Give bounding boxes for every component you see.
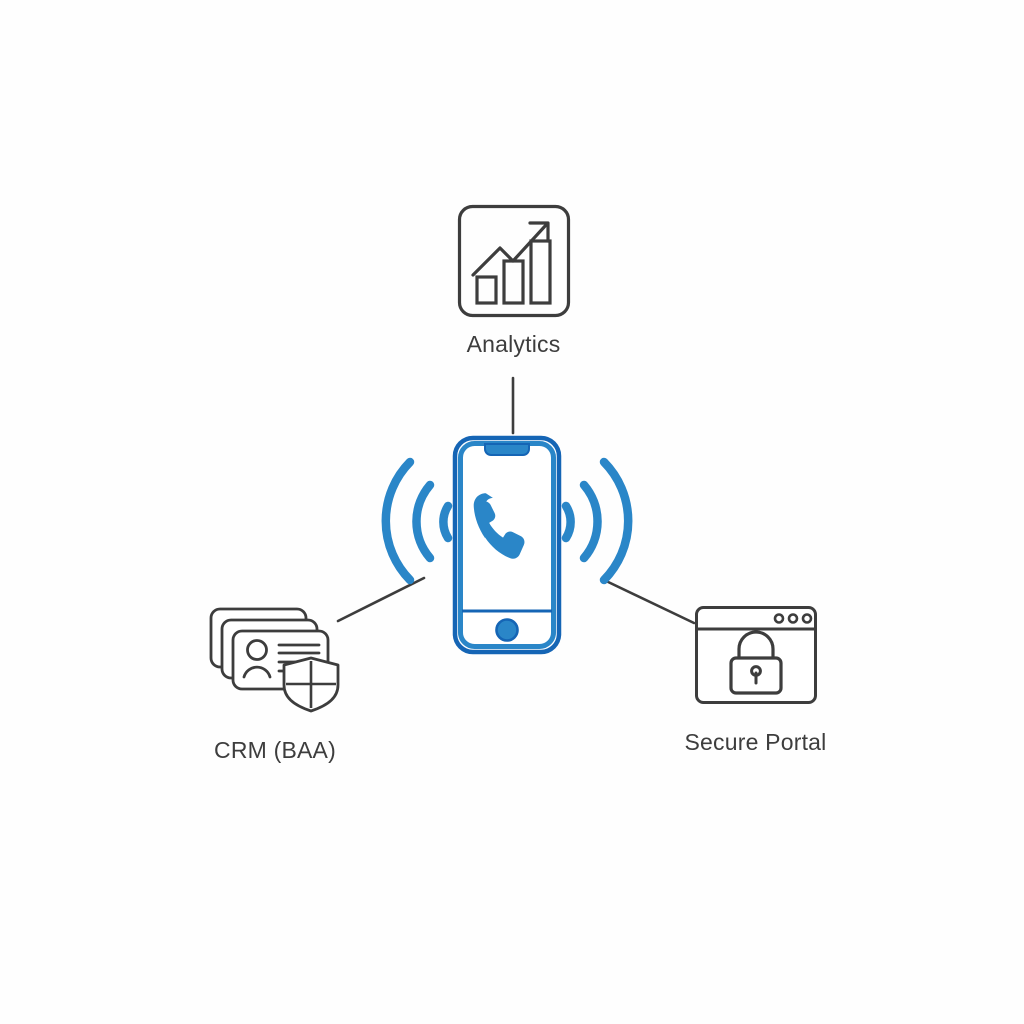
signal-waves-right-icon xyxy=(561,457,633,585)
node-portal[interactable]: Secure Portal xyxy=(668,605,843,756)
wave-right-inner xyxy=(561,501,575,543)
trend-arrow-head xyxy=(527,221,550,243)
trend-arrow-up xyxy=(470,223,548,277)
window-dots xyxy=(773,613,812,624)
wave-left-middle xyxy=(412,480,435,563)
wave-left-inner xyxy=(439,501,453,543)
phone-handset-icon xyxy=(473,493,525,559)
browser-window-lock-icon xyxy=(694,605,818,705)
window-dot-1 xyxy=(773,613,784,624)
bar-high xyxy=(528,239,552,305)
padlock-shackle xyxy=(736,630,775,661)
browser-frame xyxy=(694,606,817,704)
padlock-icon xyxy=(728,630,783,695)
node-analytics-label: Analytics xyxy=(466,331,561,357)
window-dot-3 xyxy=(801,613,812,624)
bar-mid xyxy=(501,259,525,305)
person-avatar xyxy=(242,639,272,679)
phone-notch xyxy=(484,443,530,456)
node-portal-label: Secure Portal xyxy=(684,729,827,755)
rounded-square-frame xyxy=(457,204,570,318)
wave-right-middle xyxy=(579,480,602,563)
shield-cross-badge xyxy=(282,656,340,713)
wave-left-outer xyxy=(381,457,415,585)
home-button-icon xyxy=(495,618,519,642)
smartphone-call-hub[interactable] xyxy=(372,430,642,662)
bar-low xyxy=(474,275,498,305)
node-crm-label: CRM (BAA) xyxy=(214,737,336,763)
node-crm[interactable]: CRM (BAA) xyxy=(190,605,360,764)
wave-right-outer xyxy=(599,457,633,585)
node-analytics[interactable]: Analytics xyxy=(436,203,591,358)
analytics-bar-chart-icon xyxy=(456,203,572,319)
signal-waves-left-icon xyxy=(381,457,453,585)
contact-cards-shield-icon xyxy=(200,605,350,717)
window-dot-2 xyxy=(787,613,798,624)
